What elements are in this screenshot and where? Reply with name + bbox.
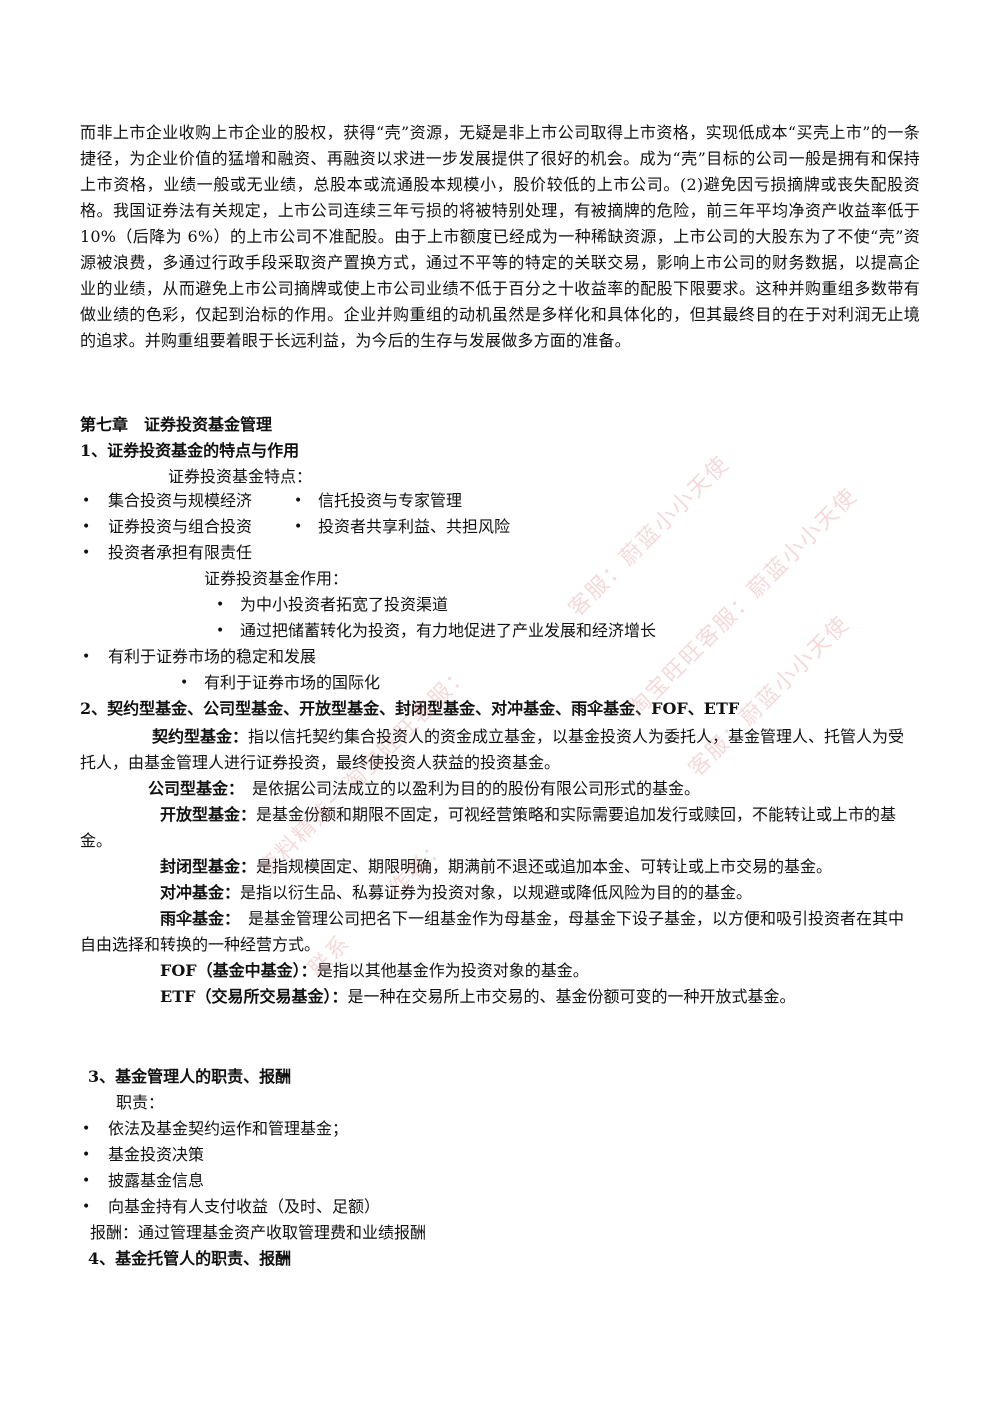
definition-text: 是基金管理公司把名下一组基金作为母基金，母基金下设子基金，以方便和吸引投资者在其… [80,909,905,954]
duty-item: 依法及基金契约运作和管理基金； [108,1119,349,1138]
bullet-icon: • [82,1121,91,1137]
duty-item: 披露基金信息 [108,1171,205,1190]
feature-item: 投资者共享利益、共担风险 [318,517,511,536]
definition-separator: ： [240,857,257,876]
definition-hedge-fund: 对冲基金：是指以衍生品、私募证券为投资对象，以规避或降低风险为目的的基金。 [80,880,920,906]
definition-corporate-fund: 公司型基金： 是依据公司法成立的以盈利为目的的股份有限公司形式的基金。 [80,776,920,802]
section-4-heading: 4、基金托管人的职责、报酬 [88,1249,292,1268]
bullet-icon: • [82,545,91,561]
watermark: 淘宝旺旺客服：蔚蓝小小天使 [624,483,863,722]
feature-item: 证券投资与组合投资 [108,517,253,536]
feature-item: 投资者承担有限责任 [108,543,253,562]
definition-term: FOF（基金中基金） [160,961,301,980]
definition-open-fund: 开放型基金：是基金份额和期限不固定，可视经营策略和实际需要追加发行或赎回，不能转… [80,802,920,854]
features-label: 证券投资基金特点： [168,467,313,486]
section-1-heading: 1、证券投资基金的特点与作用 [80,441,300,460]
definition-term: 契约型基金 [152,727,233,746]
feature-item: 集合投资与规模经济 [108,491,253,510]
definition-term: ETF（交易所交易基金） [160,987,332,1006]
duty-item: 基金投资决策 [108,1145,205,1164]
definition-text: 是基金份额和期限不固定，可视经营策略和实际需要追加发行或赎回，不能转让或上市的基… [80,805,897,850]
section-3-heading: 3、基金管理人的职责、报酬 [88,1067,292,1086]
definition-text: 指以信托契约集合投资人的资金成立基金，以基金投资人为委托人，基金管理人、托管人为… [80,727,905,772]
pay-text: 报酬：通过管理基金资产收取管理费和业绩报酬 [90,1223,427,1242]
definition-etf: ETF（交易所交易基金）：是一种在交易所上市交易的、基金份额可变的一种开放式基金… [80,984,920,1010]
definition-text: 是依据公司法成立的以盈利为目的的股份有限公司形式的基金。 [236,779,701,798]
definition-text: 是一种在交易所上市交易的、基金份额可变的一种开放式基金。 [347,987,796,1006]
definition-fof: FOF（基金中基金）：是指以其他基金作为投资对象的基金。 [80,958,920,984]
definition-umbrella-fund: 雨伞基金： 是基金管理公司把名下一组基金作为母基金，母基金下设子基金，以方便和吸… [80,906,920,958]
definition-separator: ： [228,779,237,798]
definition-closed-fund: 封闭型基金：是指规模固定、期限明确，期满前不退还或追加本金、可转让或上市交易的基… [80,854,920,880]
bullet-icon: • [82,1147,91,1163]
intro-paragraph: 而非上市企业收购上市企业的股权，获得“壳”资源，无疑是非上市公司取得上市资格，实… [80,123,920,350]
definition-term: 公司型基金 [148,779,229,798]
watermark: 客服：蔚蓝小小天使 [564,451,735,622]
definition-text: 是指以其他基金作为投资对象的基金。 [316,961,589,980]
duties-label: 职责： [116,1093,165,1112]
definition-term: 开放型基金 [160,805,241,824]
bullet-icon: • [180,675,189,691]
section-2-heading: 2、契约型基金、公司型基金、开放型基金、封闭型基金、对冲基金、雨伞基金、FOF、… [80,699,740,718]
bullet-icon: • [82,1173,91,1189]
definition-term: 对冲基金 [160,883,225,902]
role-item: 有利于证券市场的稳定和发展 [108,647,317,666]
role-item: 为中小投资者拓宽了投资渠道 [240,595,449,614]
definition-separator: ： [300,961,317,980]
definition-text: 是指以衍生品、私募证券为投资对象，以规避或降低风险为目的的基金。 [240,883,753,902]
definition-text: 是指规模固定、期限明确，期满前不退还或追加本金、可转让或上市交易的基金。 [256,857,833,876]
bullet-icon: • [82,519,91,535]
definition-term: 雨伞基金 [160,909,225,928]
feature-item: 信托投资与专家管理 [318,491,463,510]
bullet-icon: • [82,1199,91,1215]
chapter-title: 第七章 证券投资基金管理 [80,415,273,434]
definition-separator: ： [240,805,257,824]
definition-separator: ： [232,727,249,746]
bullet-icon: • [82,649,91,665]
roles-label: 证券投资基金作用： [204,569,349,588]
definition-separator: ： [331,987,348,1006]
bullet-icon: • [216,623,225,639]
role-item: 通过把储蓄转化为投资，有力地促进了产业发展和经济增长 [240,621,657,640]
definition-contract-fund: 契约型基金：指以信托契约集合投资人的资金成立基金，以基金投资人为委托人，基金管理… [80,724,920,776]
definition-separator: ： [224,883,241,902]
definition-term: 封闭型基金 [160,857,241,876]
bullet-icon: • [216,597,225,613]
role-item: 有利于证券市场的国际化 [204,673,381,692]
bullet-icon: • [82,493,91,509]
bullet-icon: • [294,519,303,535]
definition-separator: ： [224,909,233,928]
bullet-icon: • [294,493,303,509]
duty-item: 向基金持有人支付收益（及时、足额） [108,1197,381,1216]
